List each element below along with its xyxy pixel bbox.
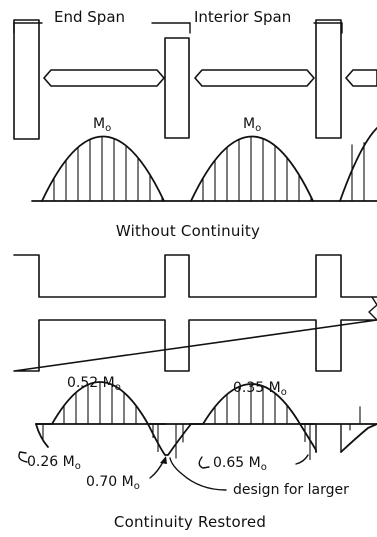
column-3 xyxy=(315,19,342,139)
end-span-beam xyxy=(43,69,165,87)
interior-span-positive-moment-curve xyxy=(190,383,315,425)
exterior-negative-leader xyxy=(18,451,28,463)
end-span-moment-label: Mo xyxy=(93,116,111,134)
exterior-negative-moment-label: 0.26 Mo xyxy=(27,454,81,472)
interior-negative-right-leader xyxy=(295,454,309,465)
continuity-restored-caption: Continuity Restored xyxy=(114,513,266,531)
interior-span-beam xyxy=(194,69,315,87)
span-label-brackets xyxy=(13,22,343,34)
exterior-negative-moment-curve xyxy=(35,423,49,448)
interior-negative-moment-label: 0.65 Mo xyxy=(213,455,267,473)
continuous-moment-diagram xyxy=(35,381,377,460)
column-1 xyxy=(13,19,40,140)
interior-span-positive-moment-curve xyxy=(190,135,314,202)
interior-negative-moment-curve xyxy=(299,423,377,453)
without-continuity-caption: Without Continuity xyxy=(116,222,260,240)
continuous-frame-elevation xyxy=(13,254,377,372)
end-span-label: End Span xyxy=(54,8,125,26)
next-span-beam xyxy=(345,69,377,87)
top-moment-diagram xyxy=(31,127,377,202)
design-for-larger-note: design for larger xyxy=(233,482,349,498)
first-interior-negative-moment-label: 0.70 Mo xyxy=(86,474,140,492)
interior-span-moment-label: Mo xyxy=(243,116,261,134)
interior-span-label: Interior Span xyxy=(194,8,291,26)
first-interior-negative-moment-curve xyxy=(147,423,192,456)
end-span-positive-moment-curve xyxy=(35,381,167,425)
interior-negative-left-leader xyxy=(198,456,210,469)
continuation-break-mark xyxy=(368,296,377,321)
top-frame-elevation xyxy=(13,19,377,140)
interior-span-positive-moment-label: 0.35 Mo xyxy=(233,380,287,398)
design-for-larger-leader xyxy=(169,457,227,491)
column-2 xyxy=(164,37,190,139)
next-span-positive-moment-curve xyxy=(339,127,377,202)
end-span-positive-moment-curve xyxy=(41,135,165,202)
end-span-positive-moment-label: 0.52 Mo xyxy=(67,375,121,393)
